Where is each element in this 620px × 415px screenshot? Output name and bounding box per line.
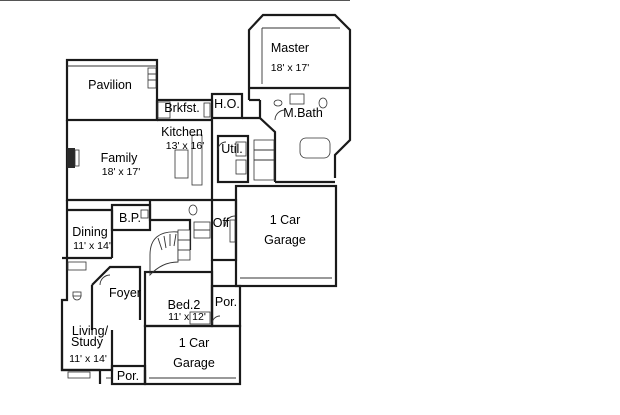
home-office-label: H.O. [214,97,240,111]
family-dims: 18' x 17' [102,166,140,178]
room-labels: Master 18' x 17' M.Bath H.O. Brkfst. Kit… [69,41,323,383]
office-label: Off [213,216,230,230]
living-label: Living/ [72,324,109,338]
porch-right-label: Por. [215,295,237,309]
garage-lower-label-2: Garage [173,356,215,370]
fixtures [67,93,331,379]
porch-front-label: Por. [117,369,139,383]
master-label: Master [271,41,309,55]
utility-label: Util. [221,142,243,156]
kitchen-dims: 13' x 16' [166,140,204,152]
breakfast-label: Brkfst. [164,101,199,115]
dining-label: Dining [72,225,107,239]
family-label: Family [101,151,139,165]
master-bath-label: M.Bath [283,106,323,120]
garage-right-label: 1 Car [270,213,301,227]
garage-right-label-2: Garage [264,233,306,247]
master-dims: 18' x 17' [271,62,309,74]
bed2-label: Bed.2 [168,298,201,312]
pavilion-label: Pavilion [88,78,132,92]
kitchen-label: Kitchen [161,125,203,139]
bath-powder-label: B.P. [119,211,141,225]
garage-lower-label: 1 Car [179,336,210,350]
study-label: Study [71,335,104,349]
bed2-dims: 11' x 12' [168,311,206,323]
walls [60,13,352,386]
living-dims: 11' x 14' [69,353,107,365]
foyer-label: Foyer [109,286,141,300]
dining-dims: 11' x 14' [73,240,111,252]
